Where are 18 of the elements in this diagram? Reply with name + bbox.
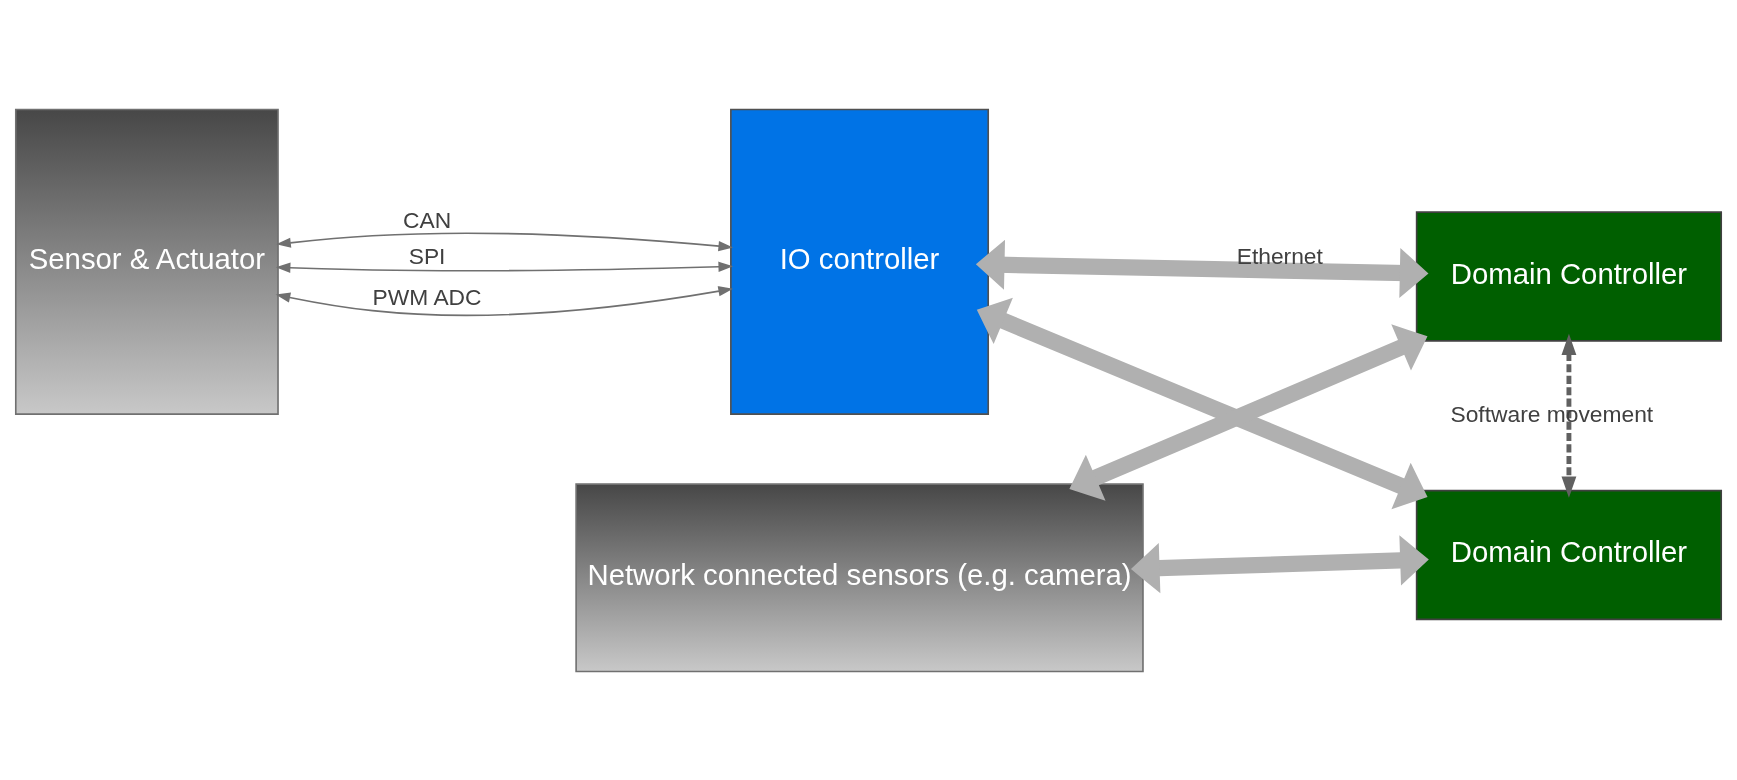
arrow bbox=[1069, 323, 1428, 501]
edge-label: Software movement bbox=[1450, 400, 1654, 427]
arrow bbox=[276, 231, 734, 251]
node-box: IO controller bbox=[730, 108, 990, 415]
arrow bbox=[975, 239, 1429, 298]
arrow bbox=[275, 261, 734, 273]
arrow bbox=[1561, 333, 1577, 498]
edge-label: SPI bbox=[408, 242, 446, 269]
arrow bbox=[976, 297, 1428, 509]
node-box: Sensor & Actuator bbox=[14, 108, 279, 415]
edge-label: Ethernet bbox=[1236, 242, 1323, 269]
node-box: Domain Controller bbox=[1415, 489, 1723, 620]
node-box: Domain Controller bbox=[1415, 210, 1723, 342]
arrow bbox=[1130, 534, 1429, 593]
node-box: Network connected sensors (e.g. camera) bbox=[575, 482, 1144, 672]
edge-label: PWM ADC bbox=[372, 282, 482, 309]
edge-label: CAN bbox=[403, 206, 452, 233]
arrow bbox=[275, 285, 734, 316]
